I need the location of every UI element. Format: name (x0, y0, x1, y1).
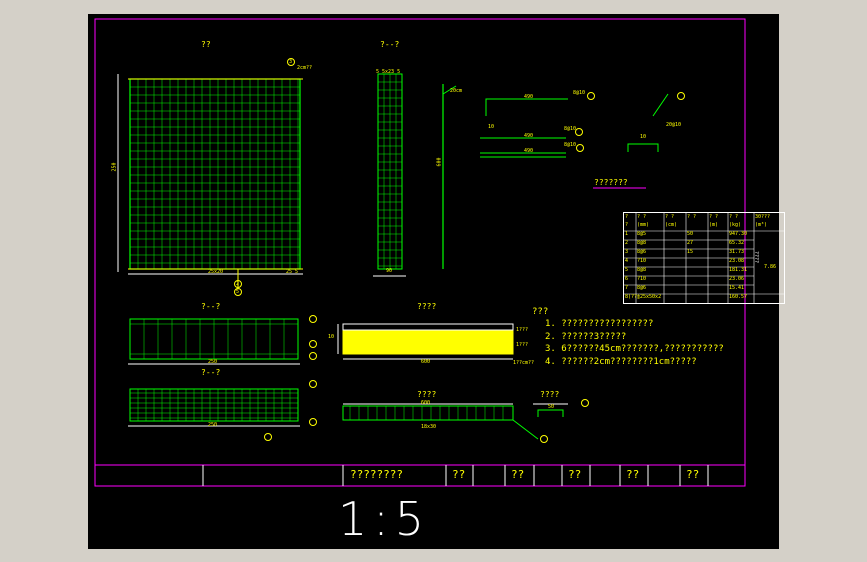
table-header: ? ? (665, 214, 675, 220)
table-cell: 8@6 (637, 285, 647, 291)
elevation2-title: ???? (417, 390, 437, 399)
table-cell: 947.30 (729, 231, 748, 237)
note-3: 3. 6??????45cm???????,??????????? (545, 344, 724, 354)
small-detail-title: ???? (540, 390, 560, 399)
table-subheader: (m) (709, 222, 719, 228)
marker-2: 2 (236, 281, 240, 287)
title-block-c5: ?? (686, 468, 700, 481)
table-subheader: (mm) (637, 222, 650, 228)
plan-title: ?? (201, 40, 211, 49)
rebar2-len: 490 (524, 133, 534, 139)
table-grid (624, 213, 784, 303)
table-cell: 15 (687, 249, 694, 255)
section-bottom-dim: 90 (386, 268, 393, 274)
notes-title: ??? (532, 307, 549, 317)
table-cell: 4 (625, 258, 629, 264)
table-subheader: ? (625, 222, 629, 228)
title-block-c3: ?? (568, 468, 582, 481)
table-subheader: (m³) (755, 222, 768, 228)
table-header: ? (625, 214, 629, 220)
note-2: 2. ??????3????? (545, 332, 627, 342)
elevation2-bottom-dim: 18x30 (421, 424, 437, 430)
rebar-vertical-dim: 600 (436, 157, 443, 167)
left-rebar-top: 20cm (450, 88, 463, 94)
marker-5: 5 (236, 289, 240, 295)
elevation-title: ???? (417, 302, 437, 311)
detail1-title: ?--? (201, 302, 221, 311)
table-header: ? ? (687, 214, 697, 220)
table-cell: 15.41 (729, 285, 745, 291)
table-cell: 8@5 (637, 231, 647, 237)
rebar-table (623, 212, 785, 304)
table-cell: 5 (625, 267, 629, 273)
table-header: ? ? (709, 214, 719, 220)
elevation-right-3: 1??cm?? (513, 360, 535, 366)
elevation2-top-dim: 600 (421, 400, 431, 406)
section-top-title: ?--? (380, 40, 400, 49)
table-cell: 23.08 (729, 258, 745, 264)
table-cell: 50 (687, 231, 694, 237)
table-subheader: (cm) (665, 222, 678, 228)
drawing-canvas[interactable]: ?? 25x20 25 5 2cm?? 250 3 2 5 ?--? 5 5x2… (88, 14, 785, 549)
table-cell: 160.57 (729, 294, 748, 300)
table-cell: 7 (625, 285, 629, 291)
plan-left-dim: 250 (111, 162, 118, 172)
elevation-bottom-dim: 600 (421, 359, 431, 365)
rebar1-spec: 8@10 (573, 90, 586, 96)
table-cell: 27 (687, 240, 694, 246)
rebar2-spec: 8@10 (564, 126, 577, 132)
table-cell: 23.06 (729, 276, 745, 282)
rebar-side-dim: 10 (488, 124, 495, 130)
table-cell: 6 (625, 276, 629, 282)
table-cell: 8(??) (625, 294, 641, 300)
section-top-dim: 5 5x23 5 (376, 69, 401, 75)
rebar3-spec: 8@10 (564, 142, 577, 148)
title-block-c1: ?? (452, 468, 466, 481)
table-title: ??????? (594, 178, 628, 187)
elevation-left-dim: 10 (328, 334, 335, 340)
title-block-c4: ?? (626, 468, 640, 481)
table-cell: 181.31 (729, 267, 748, 273)
table-subheader: (kg) (729, 222, 742, 228)
drawing-lines (94, 18, 746, 487)
table-cell: 1 (625, 231, 629, 237)
table-cell: 3 (625, 249, 629, 255)
plan-bottom-dim: 25x20 (208, 269, 224, 275)
plan-grid (129, 78, 301, 270)
right-rebar-small: 10 (640, 134, 647, 140)
table-cell: 8@8 (637, 267, 647, 273)
elevation-right-2: 1??? (516, 342, 529, 348)
table-volume: 7.86 (764, 264, 777, 270)
plan-top-right-dim: 2cm?? (297, 65, 313, 71)
detail1-bottom-dim: 250 (208, 359, 218, 365)
table-cell: 8@6 (637, 249, 647, 255)
plan-bottom-right-dim: 25 5 (286, 269, 299, 275)
table-cell: ?10 (637, 258, 647, 264)
detail2-bottom-dim: 250 (208, 422, 218, 428)
table-header: ? ? (637, 214, 647, 220)
table-cell: 2 (625, 240, 629, 246)
small-detail-dim: 50 (548, 404, 555, 410)
note-4: 4. ??????2cm????????1cm????? (545, 357, 697, 367)
table-cell: 31.73 (729, 249, 745, 255)
table-header: ? ? (729, 214, 739, 220)
right-rebar-spec: 20@10 (666, 122, 682, 128)
side-label: ???? (753, 250, 760, 264)
rebar1-len: 490 (524, 94, 534, 100)
table-cell: □25x50x2 (637, 294, 662, 300)
rebar3-len: 490 (524, 148, 534, 154)
scale-text: 1:5 (338, 492, 431, 546)
table-cell: ?10 (637, 276, 647, 282)
title-block-name: ???????? (350, 468, 403, 481)
title-block-c2: ?? (511, 468, 525, 481)
detail2-title: ?--? (201, 368, 221, 377)
table-header: 30??? (755, 214, 771, 220)
marker-3: 3 (289, 59, 293, 65)
note-1: 1. ????????????????? (545, 319, 654, 329)
elevation-right-1: 1??? (516, 327, 529, 333)
table-cell: 8@8 (637, 240, 647, 246)
table-cell: 65.32 (729, 240, 745, 246)
